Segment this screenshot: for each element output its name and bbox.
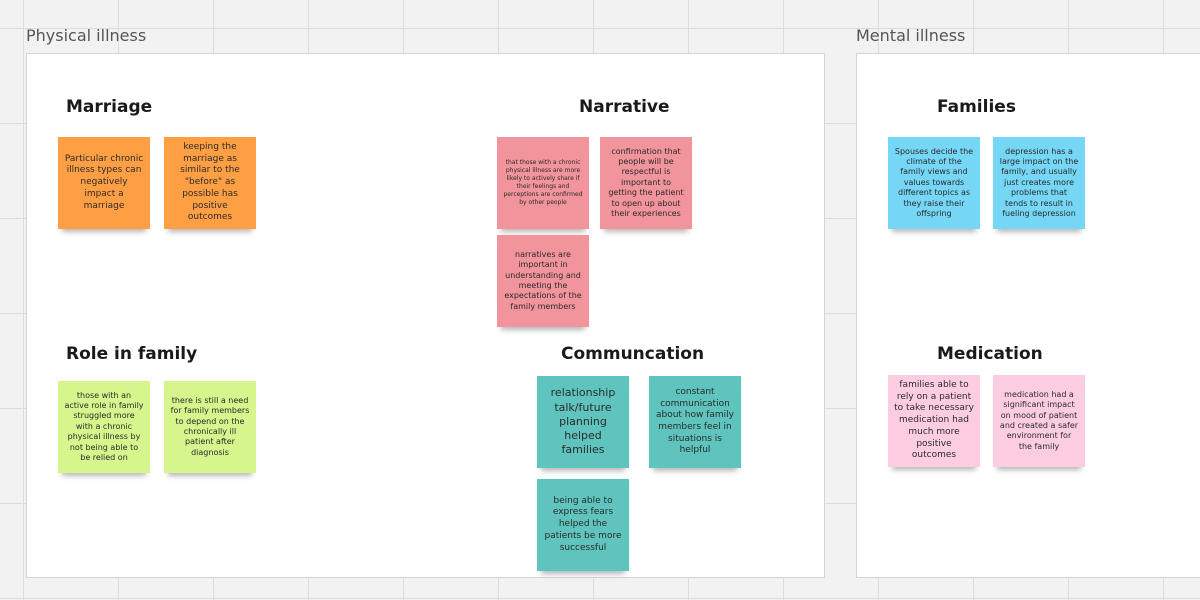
sticky-note-text: families able to rely on a patient to ta… xyxy=(894,380,974,461)
frame-title-mental[interactable]: Mental illness xyxy=(856,26,966,45)
sticky-note-families-2[interactable]: depression has a large impact on the fam… xyxy=(993,137,1085,229)
sticky-note-text: those with an active role in family stru… xyxy=(64,390,144,462)
sticky-note-marriage-1[interactable]: Particular chronic illness types can neg… xyxy=(58,137,150,229)
sticky-note-text: that those with a chronic physical illne… xyxy=(503,158,583,207)
section-heading-marriage[interactable]: Marriage xyxy=(66,97,153,117)
sticky-note-text: keeping the marriage as similar to the "… xyxy=(180,142,240,223)
sticky-note-medication-1[interactable]: families able to rely on a patient to ta… xyxy=(888,375,980,467)
frame-mental-illness[interactable] xyxy=(856,53,1200,578)
section-heading-communication[interactable]: Communcation xyxy=(561,344,705,364)
sticky-note-narrative-2[interactable]: confirmation that people will be respect… xyxy=(600,137,692,229)
section-heading-narrative[interactable]: Narrative xyxy=(579,97,670,117)
sticky-note-text: being able to express fears helped the p… xyxy=(544,495,622,553)
sticky-note-communication-3[interactable]: being able to express fears helped the p… xyxy=(537,479,629,571)
sticky-note-text: constant communication about how family … xyxy=(655,386,735,456)
sticky-note-narrative-3[interactable]: narratives are important in understandin… xyxy=(497,235,589,327)
sticky-note-communication-2[interactable]: constant communication about how family … xyxy=(649,376,741,468)
sticky-note-text: Particular chronic illness types can neg… xyxy=(64,153,144,211)
section-heading-families[interactable]: Families xyxy=(937,97,1016,117)
sticky-note-communication-1[interactable]: relationship talk/future planning helped… xyxy=(537,376,629,468)
sticky-note-text: medication had a significant impact on m… xyxy=(999,389,1079,451)
frame-physical-illness[interactable] xyxy=(26,53,825,578)
sticky-note-families-1[interactable]: Spouses decide the climate of the family… xyxy=(888,137,980,229)
section-heading-medication[interactable]: Medication xyxy=(937,344,1043,364)
sticky-note-text: narratives are important in understandin… xyxy=(504,249,582,311)
sticky-note-text: there is still a need for family members… xyxy=(170,395,250,457)
section-heading-role-in-family[interactable]: Role in family xyxy=(66,344,198,364)
sticky-note-text: depression has a large impact on the fam… xyxy=(999,146,1079,218)
sticky-note-role-in-family-1[interactable]: those with an active role in family stru… xyxy=(58,381,150,473)
frame-title-physical[interactable]: Physical illness xyxy=(26,26,147,45)
sticky-note-medication-2[interactable]: medication had a significant impact on m… xyxy=(993,375,1085,467)
sticky-note-text: relationship talk/future planning helped… xyxy=(550,386,616,457)
sticky-note-text: confirmation that people will be respect… xyxy=(608,146,684,218)
sticky-note-narrative-1[interactable]: that those with a chronic physical illne… xyxy=(497,137,589,229)
sticky-note-role-in-family-2[interactable]: there is still a need for family members… xyxy=(164,381,256,473)
sticky-note-marriage-2[interactable]: keeping the marriage as similar to the "… xyxy=(164,137,256,229)
sticky-note-text: Spouses decide the climate of the family… xyxy=(894,146,974,218)
